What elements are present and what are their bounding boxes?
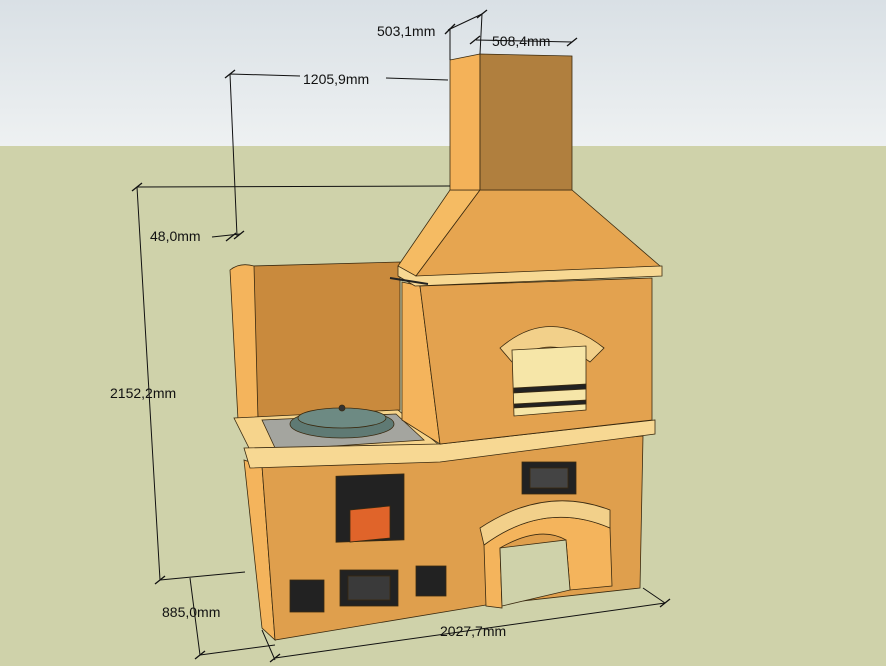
- counter-back-wall: [251, 261, 401, 421]
- dim-total-length: 2027,7mm: [440, 623, 506, 639]
- grate-bars: [347, 575, 391, 601]
- oven-rack: [513, 383, 587, 394]
- arch-inner-ground: [499, 539, 571, 607]
- dim-counter-depth: 1205,9mm: [303, 71, 369, 87]
- dim-wall-thickness: 48,0mm: [150, 228, 201, 244]
- chimney-front-face: [479, 53, 573, 191]
- dim-base-depth: 885,0mm: [162, 604, 220, 620]
- ash-door-grate: [529, 467, 569, 489]
- sky: [0, 0, 886, 146]
- dim-total-height: 2152,2mm: [110, 385, 176, 401]
- firebox-glass: [349, 505, 391, 543]
- counter-column: [229, 264, 259, 421]
- base-arch-trim: [479, 500, 611, 546]
- dim-chimney-depth: 503,1mm: [377, 23, 435, 39]
- bottom-door-left[interactable]: [289, 579, 325, 613]
- bottom-door-right[interactable]: [415, 565, 447, 597]
- damper-handle[interactable]: [389, 277, 429, 285]
- oven-rack: [513, 399, 587, 409]
- wok-lid-handle: [338, 404, 346, 412]
- dim-chimney-width: 508,4mm: [492, 33, 550, 49]
- dimension-lines: [131, 9, 671, 663]
- chimney-left-face: [449, 53, 481, 191]
- stove-model: [229, 53, 663, 641]
- oven-opening[interactable]: [511, 345, 587, 417]
